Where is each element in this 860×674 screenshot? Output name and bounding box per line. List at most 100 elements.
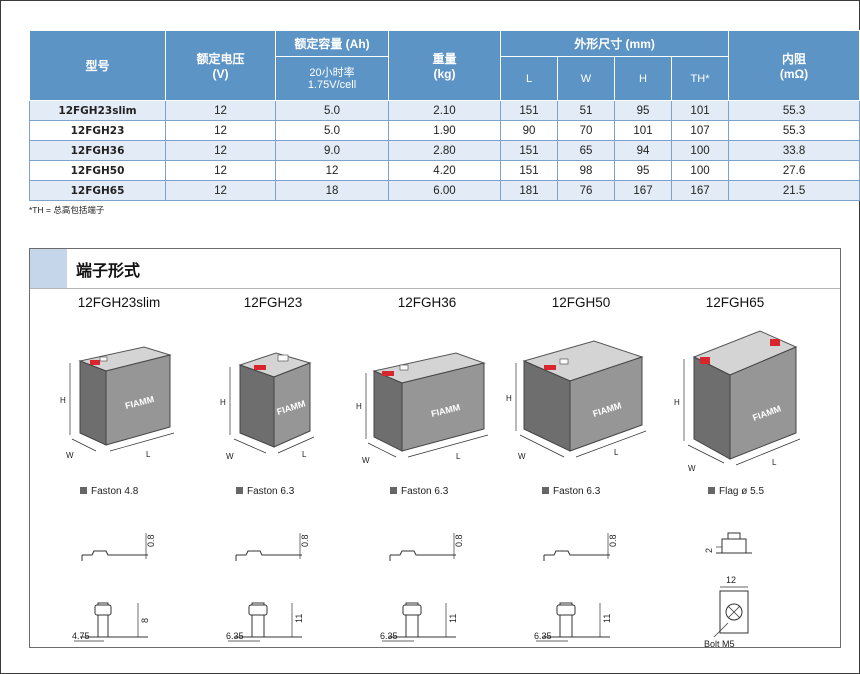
table-row: 12FGH23 12 5.0 1.90 90 70 101 107 55.3	[29, 120, 860, 141]
dim-length-label: 12	[726, 575, 736, 585]
cell-resistance: 21.5	[728, 180, 860, 201]
terminal-red	[700, 357, 710, 364]
cell-th: 101	[670, 100, 730, 121]
panel-divider	[30, 288, 840, 289]
terminal-red	[90, 360, 100, 365]
cell-h: 94	[614, 140, 672, 161]
bullet-square-icon	[80, 487, 87, 494]
cell-voltage: 12	[165, 140, 276, 161]
terminal-profile-drawing: 0.8 8 4.75	[72, 533, 156, 642]
dim-w-label: W	[688, 464, 696, 473]
cell-th: 100	[670, 140, 730, 161]
terminal-profile-drawing: 0.8 11 6.35	[226, 533, 310, 642]
terminal-profile-drawing: 0.8 11 6.35	[534, 533, 618, 642]
cell-weight: 2.80	[388, 140, 501, 161]
cell-l: 181	[500, 180, 558, 201]
terminal-profile-drawing: 0.8 11 6.35	[380, 533, 464, 642]
terminal-red	[544, 365, 556, 370]
dim-w-label: W	[518, 452, 526, 461]
cell-th: 167	[670, 180, 730, 201]
cell-model: 12FGH50	[29, 160, 166, 181]
table-row: 12FGH36 12 9.0 2.80 151 65 94 100 33.8	[29, 140, 860, 161]
terminal-column-12fgh23slim: 12FGH23slim FIAMM H W L Faston 4.8 0.8 8	[44, 295, 194, 642]
dim-w-label: W	[362, 456, 370, 465]
cell-weight: 4.20	[388, 160, 501, 181]
cell-weight: 1.90	[388, 120, 501, 141]
terminal-type: Flag ø 5.5	[708, 486, 764, 497]
cell-capacity: 12	[275, 160, 389, 181]
header-dim-th: TH*	[670, 56, 730, 101]
cell-h: 95	[614, 100, 672, 121]
cell-voltage: 12	[165, 180, 276, 201]
header-dimensions: 外形尺寸 (mm)	[499, 30, 730, 57]
table-row: 12FGH50 12 12 4.20 151 98 95 100 27.6	[29, 160, 860, 181]
dim-l-label: L	[146, 450, 151, 459]
dim-width-label: 6.35	[380, 631, 398, 641]
cell-weight: 2.10	[388, 100, 501, 121]
dim-h-label: H	[60, 396, 66, 405]
header-dim-l: L	[500, 56, 558, 101]
cell-l: 151	[500, 100, 558, 121]
cell-voltage: 12	[165, 100, 276, 121]
model-name: 12FGH50	[551, 295, 611, 310]
cell-w: 51	[557, 100, 615, 121]
battery-drawing: FIAMM H W L	[220, 352, 315, 461]
dim-thickness-label: 0.8	[454, 534, 464, 547]
dim-length-label: 11	[294, 614, 304, 623]
terminal-column-12fgh65: 12FGH65 FIAMM H W L Flag ø 5.5 2 12	[660, 295, 810, 649]
cell-w: 98	[557, 160, 615, 181]
header-dim-h: H	[614, 56, 672, 101]
dim-length-label: 11	[602, 614, 612, 623]
dim-w-label: W	[226, 452, 234, 461]
cell-th: 107	[670, 120, 730, 141]
cell-capacity: 18	[275, 180, 389, 201]
terminal-types-panel: 端子形式 12FGH23slim FIAMM H W L Faston 4.8 …	[29, 248, 841, 649]
dim-h-label: H	[356, 402, 362, 411]
panel-header-block	[30, 249, 67, 288]
model-name: 12FGH65	[705, 295, 765, 310]
dim-thickness-label: 0.8	[608, 534, 618, 547]
cell-model: 12FGH65	[29, 180, 166, 201]
header-voltage: 额定电压(V)	[165, 30, 276, 101]
model-name: 12FGH23	[243, 295, 303, 310]
dim-length-label: 11	[448, 614, 458, 623]
cell-resistance: 27.6	[728, 160, 860, 181]
table-row: 12FGH65 12 18 6.00 181 76 167 167 21.5	[29, 180, 860, 201]
battery-drawing: FIAMM H W L	[60, 346, 175, 460]
cell-w: 65	[557, 140, 615, 161]
terminal-column-12fgh36: 12FGH36 FIAMM H W L Faston 6.3 0.8 11	[352, 295, 502, 642]
dim-l-label: L	[772, 458, 777, 467]
dim-h-label: H	[506, 394, 512, 403]
dim-w-label: W	[66, 451, 74, 460]
model-name: 12FGH36	[397, 295, 457, 310]
spec-table: 型号 额定电压(V) 额定容量 (Ah) 重量(kg) 外形尺寸 (mm) 内阻…	[29, 30, 860, 201]
dim-h-label: H	[674, 398, 680, 407]
terminal-column-12fgh50: 12FGH50 FIAMM H W L Faston 6.3 0.8 11	[506, 295, 656, 642]
dim-thickness-label: 2	[704, 548, 714, 553]
dim-thickness-label: 0.8	[146, 534, 156, 547]
cell-voltage: 12	[165, 160, 276, 181]
table-footnote: *TH = 总高包括端子	[29, 205, 105, 215]
dim-width-label: 6.35	[226, 631, 244, 641]
cell-voltage: 12	[165, 120, 276, 141]
terminal-type: Faston 4.8	[80, 486, 138, 497]
terminal-profile-drawing: 2 12 Bolt M5	[704, 532, 752, 649]
battery-drawing: FIAMM H W L	[674, 330, 801, 473]
terminal-column-12fgh23: 12FGH23 FIAMM H W L Faston 6.3 0.8 11	[198, 295, 348, 642]
cell-h: 95	[614, 160, 672, 181]
cell-h: 167	[614, 180, 672, 201]
model-name: 12FGH23slim	[77, 295, 161, 310]
bullet-square-icon	[236, 487, 243, 494]
terminal-type: Faston 6.3	[236, 486, 294, 497]
battery-drawing: FIAMM H W L	[356, 352, 489, 465]
cell-l: 90	[500, 120, 558, 141]
cell-capacity: 9.0	[275, 140, 389, 161]
cell-model: 12FGH23slim	[29, 100, 166, 121]
terminal-type: Faston 6.3	[390, 486, 448, 497]
cell-l: 151	[500, 140, 558, 161]
cell-resistance: 33.8	[728, 140, 860, 161]
cell-h: 101	[614, 120, 672, 141]
header-weight: 重量(kg)	[388, 30, 501, 101]
header-model: 型号	[29, 30, 166, 101]
